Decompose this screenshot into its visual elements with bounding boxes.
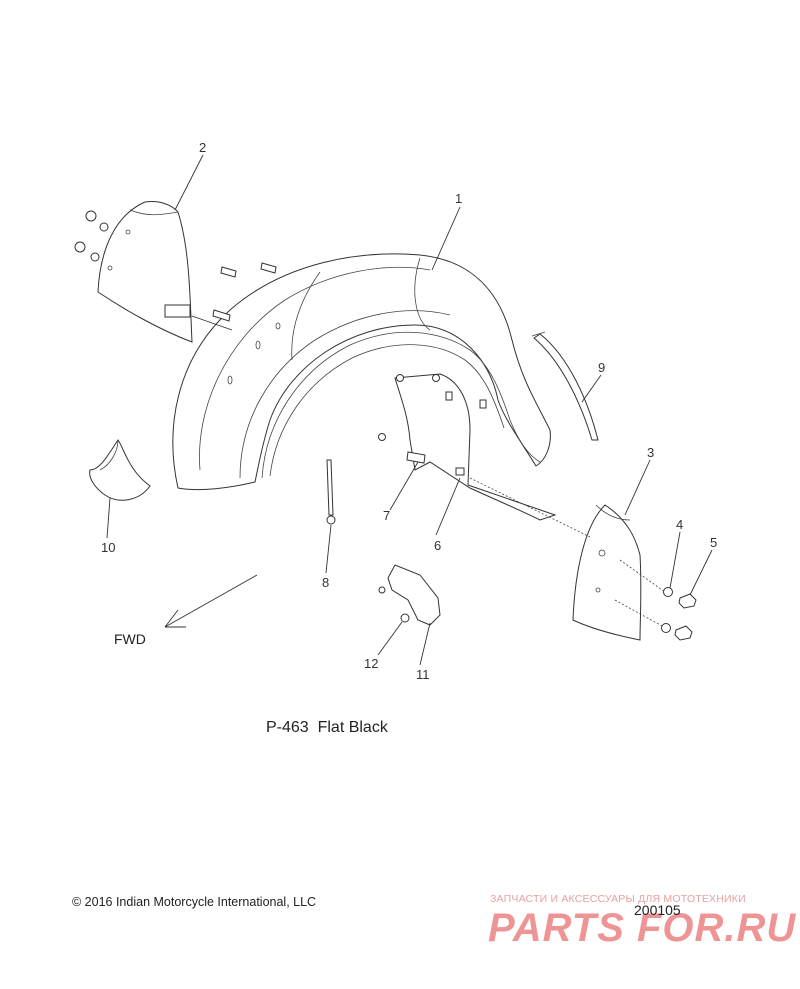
fender-rail-part-3: [572, 504, 642, 641]
stud-part-6: [455, 467, 465, 476]
copyright-notice: © 2016 Indian Motorcycle International, …: [72, 895, 317, 909]
callout-12: 12: [364, 656, 379, 671]
fender-inner-bracket: [378, 373, 557, 521]
nut-part-5: [674, 593, 697, 641]
fwd-label: FWD: [114, 631, 146, 647]
washer-part-4: [661, 587, 673, 633]
callout-10: 10: [101, 540, 116, 555]
rear-fender-part-1: [172, 253, 551, 491]
callout-leaders: [106, 154, 713, 666]
callout-5: 5: [710, 535, 718, 550]
callout-2: 2: [199, 140, 207, 155]
watermark-tagline: ЗАПЧАСТИ И АКСЕССУАРЫ ДЛЯ МОТОТЕХНИКИ: [490, 893, 746, 905]
callout-9: 9: [598, 360, 606, 375]
callout-3: 3: [647, 445, 655, 460]
callout-1: 1: [455, 191, 463, 206]
callout-7: 7: [383, 508, 391, 523]
callout-11: 11: [416, 667, 430, 682]
wire-part-8: [326, 459, 336, 525]
part-caption: P-463 Flat Black: [266, 719, 388, 736]
fender-tip-part-10: [89, 439, 151, 501]
bracket-part-11: [378, 564, 441, 626]
spacer-part-7: [406, 451, 426, 464]
callout-8: 8: [322, 575, 330, 590]
drawing-number: 200105: [634, 902, 681, 918]
fender-bolts: [212, 262, 277, 322]
forward-direction-arrow: [164, 574, 258, 628]
nut-part-12: [400, 613, 410, 623]
fender-rail-part-2: [74, 201, 193, 343]
callout-6: 6: [434, 538, 442, 553]
trim-strip-part-9: [531, 331, 599, 441]
watermark-logo: PARTS FOR.RU: [488, 906, 797, 950]
callout-4: 4: [676, 517, 684, 532]
